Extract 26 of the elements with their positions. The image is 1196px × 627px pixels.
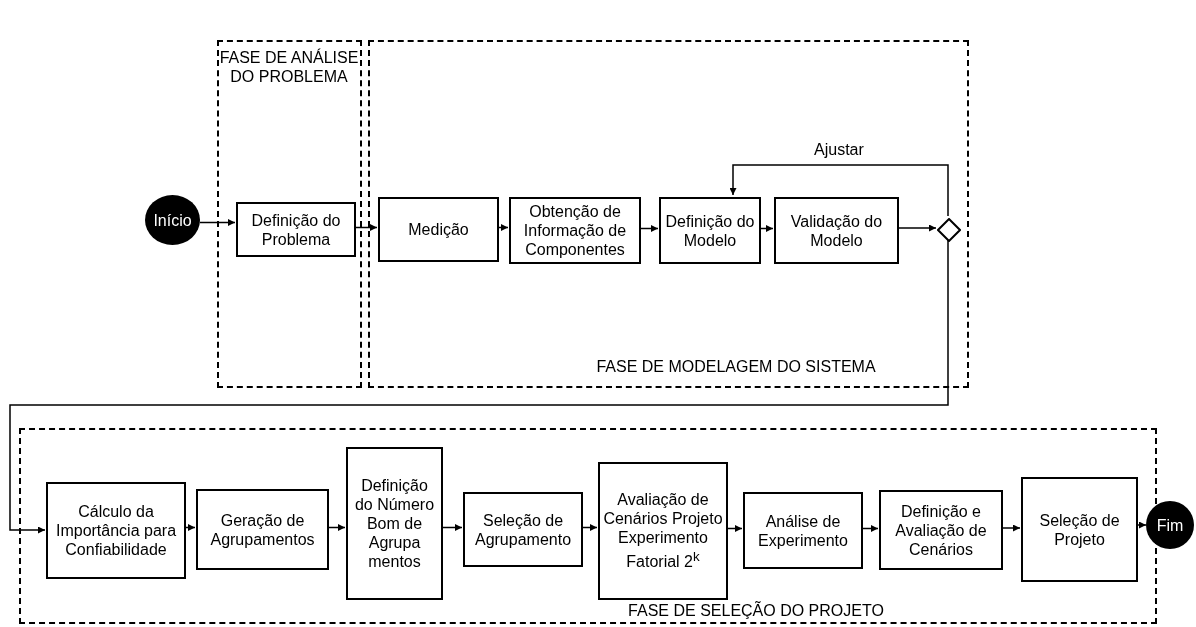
- process-box: Geração de Agrupamentos: [196, 489, 329, 570]
- process-box: Definição do Número Bom de Agrupa mentos: [346, 447, 443, 600]
- process-box: Obtenção de Informação de Componentes: [509, 197, 641, 264]
- process-box: Medição: [378, 197, 499, 262]
- process-box: Análise de Experimento: [743, 492, 863, 569]
- process-box: Definição do Problema: [236, 202, 356, 257]
- terminal-oval: Fim: [1146, 501, 1194, 549]
- phase-title: FASE DE MODELAGEM DO SISTEMA: [595, 357, 877, 376]
- process-box: Seleção de Agrupamento: [463, 492, 583, 567]
- decision-diamond: [937, 218, 961, 242]
- phase-frame: [368, 40, 969, 388]
- terminal-oval: Início: [145, 195, 200, 245]
- phase-frame: [19, 428, 1157, 624]
- arrow: [9, 239, 949, 534]
- process-box: Avaliação de Cenários Projeto Experimento Fatorial 2$^{k}$: [598, 462, 728, 600]
- edge-label: Ajustar: [812, 140, 866, 159]
- process-box: Validação do Modelo: [774, 197, 899, 264]
- arrow: [729, 164, 949, 217]
- phase-frame: [217, 40, 362, 388]
- arrow: [199, 219, 236, 226]
- process-box: Definição e Avaliação de Cenários: [879, 490, 1003, 570]
- phase-title: FASE DE ANÁLISE DO PROBLEMA: [219, 48, 359, 86]
- process-box: Definição do Modelo: [659, 197, 761, 264]
- process-box: Seleção de Projeto: [1021, 477, 1138, 582]
- process-box: Cálculo da Importância para Confiabilidade: [46, 482, 186, 579]
- phase-title: FASE DE SELEÇÃO DO PROJETO: [627, 601, 885, 620]
